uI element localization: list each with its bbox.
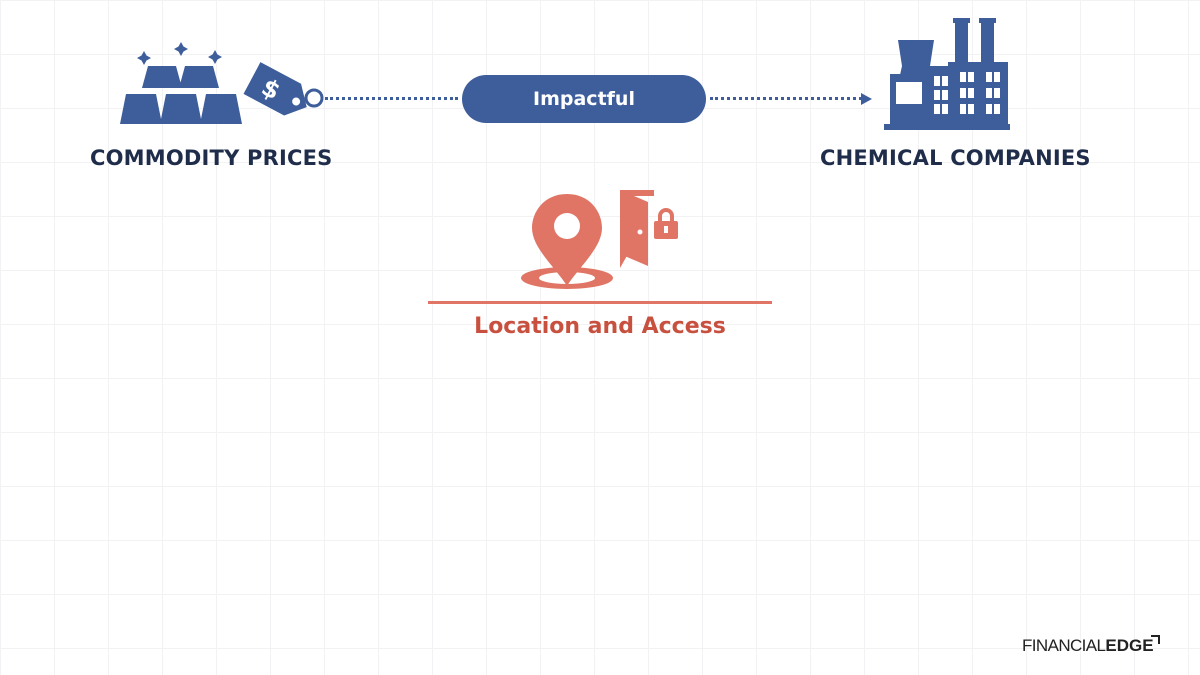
brand-name-light: FINANCIAL (1022, 636, 1106, 655)
factory-icon (884, 18, 1010, 130)
chemical-companies-label: CHEMICAL COMPANIES (820, 146, 1091, 170)
gold-bars-icon (120, 42, 242, 124)
location-divider (428, 301, 772, 304)
locked-door-icon (620, 190, 678, 268)
financial-edge-logo: FINANCIALEDGE (1022, 636, 1154, 656)
connector-line-left (325, 97, 458, 100)
connector-line-right (710, 97, 862, 100)
price-tag-icon: $ (243, 62, 324, 116)
location-and-access-label: Location and Access (474, 314, 726, 339)
impactful-label: Impactful (533, 88, 635, 110)
location-pin-icon (521, 194, 613, 289)
impactful-badge: Impactful (462, 75, 706, 123)
commodity-prices-label: COMMODITY PRICES (90, 146, 333, 170)
arrow-head-icon (861, 93, 872, 105)
brand-name-bold: EDGE (1105, 636, 1154, 655)
brand-corner-mark-icon (1151, 635, 1160, 644)
